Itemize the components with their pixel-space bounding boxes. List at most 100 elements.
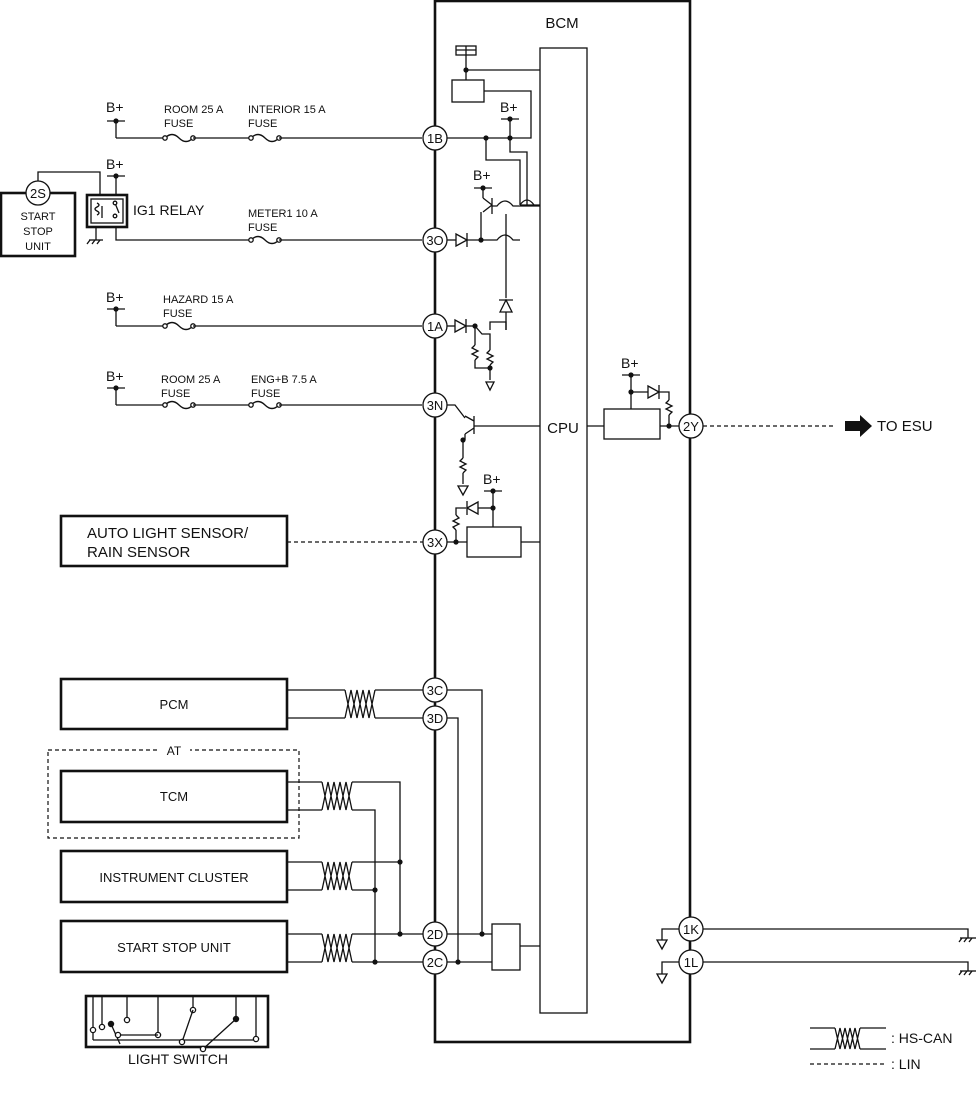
terminal-1l: 1L — [678, 949, 704, 975]
transistor-1 — [482, 197, 540, 214]
ground-triangle-3n — [456, 485, 470, 497]
terminal-1a: 1A — [422, 313, 448, 339]
diode-2y — [647, 384, 661, 400]
svg-text:1A: 1A — [427, 319, 443, 334]
svg-text:2D: 2D — [427, 927, 444, 942]
ground-1k — [655, 928, 679, 951]
fuse-interior-label: INTERIOR 15 A — [248, 104, 326, 116]
diode-3x — [465, 500, 479, 516]
arrow-to-esu-icon — [845, 415, 872, 437]
cpu-label: CPU — [547, 420, 579, 437]
chassis-ground-symbol — [455, 45, 477, 80]
svg-text:INSTRUMENT CLUSTER: INSTRUMENT CLUSTER — [99, 870, 248, 885]
terminal-1k: 1K — [678, 916, 704, 942]
svg-text:B+: B+ — [106, 156, 124, 172]
lin-interface-block-2y — [603, 408, 661, 440]
fuse-word: FUSE — [164, 118, 193, 130]
svg-text:: HS-CAN: : HS-CAN — [891, 1030, 952, 1046]
fuse-room-label: ROOM 25 A — [164, 104, 224, 116]
svg-text:AUTO LIGHT SENSOR/: AUTO LIGHT SENSOR/ — [87, 525, 249, 542]
b-plus-1b: B+ — [106, 99, 125, 138]
terminal-3o: 3O — [422, 227, 448, 253]
svg-text:3D: 3D — [427, 711, 444, 726]
transistor-3n — [464, 415, 540, 435]
fuse-hazard-symbol — [164, 321, 194, 331]
can-transceiver-block — [491, 923, 521, 971]
fuse-room-symbol — [164, 133, 194, 143]
lin-interface-block-3x — [466, 526, 522, 558]
hs-can-twist-ic — [321, 861, 353, 891]
instrument-cluster-box: INSTRUMENT CLUSTER — [59, 849, 289, 904]
svg-text:START: START — [20, 211, 55, 223]
terminal-2y: 2Y — [678, 413, 704, 439]
svg-text:2Y: 2Y — [683, 419, 699, 434]
terminal-3c: 3C — [422, 677, 448, 703]
svg-text:3X: 3X — [427, 535, 443, 550]
start-stop-unit-small: 2S START STOP UNIT — [0, 180, 77, 258]
chassis-ground-1l-icon — [958, 970, 976, 976]
svg-text:1K: 1K — [683, 922, 699, 937]
b-plus-transistor: B+ — [473, 167, 492, 198]
fuse-word: FUSE — [161, 388, 190, 400]
bcm-internal-block — [451, 79, 485, 103]
b-plus-internal-1: B+ — [500, 99, 519, 138]
fuse-word: FUSE — [248, 222, 277, 234]
terminal-2c: 2C — [422, 949, 448, 975]
fuse-word: FUSE — [163, 308, 192, 320]
b-plus-3n: B+ — [106, 368, 125, 405]
b-plus-relay: B+ — [106, 156, 125, 195]
start-stop-unit-box: START STOP UNIT — [59, 919, 289, 974]
bcm-title: BCM — [545, 15, 578, 32]
tcm-box: TCM — [59, 769, 289, 824]
chassis-ground-1k-icon — [958, 937, 976, 943]
fuse-meter1-label: METER1 10 A — [248, 208, 318, 220]
fuse-meter1-symbol — [250, 235, 280, 245]
ground-symbol-relay — [86, 227, 103, 245]
light-switch-label: LIGHT SWITCH — [128, 1051, 228, 1067]
svg-text:B+: B+ — [106, 289, 124, 305]
ig1-relay-label: IG1 RELAY — [133, 202, 205, 218]
diode-internal — [498, 298, 514, 313]
light-switch — [84, 994, 270, 1053]
svg-text:B+: B+ — [473, 167, 491, 183]
cpu-box — [539, 47, 588, 1014]
fuse-hazard-label: HAZARD 15 A — [163, 294, 234, 306]
legend-lin: : LIN — [810, 1056, 921, 1072]
fuse-room-label: ROOM 25 A — [161, 374, 221, 386]
svg-text:PCM: PCM — [160, 697, 189, 712]
svg-text:B+: B+ — [106, 99, 124, 115]
svg-text:1B: 1B — [427, 131, 443, 146]
b-plus-3x: B+ — [483, 471, 502, 527]
svg-text:B+: B+ — [483, 471, 501, 487]
terminal-3n: 3N — [422, 392, 448, 418]
diode-3o — [455, 232, 469, 248]
at-label: AT — [167, 744, 182, 758]
svg-text:RAIN SENSOR: RAIN SENSOR — [87, 544, 191, 561]
fuse-word: FUSE — [251, 388, 280, 400]
b-plus-2y: B+ — [621, 355, 640, 409]
svg-text:START STOP UNIT: START STOP UNIT — [117, 940, 231, 955]
svg-text:B+: B+ — [500, 99, 518, 115]
ground-1l — [655, 961, 679, 985]
fuse-interior-symbol — [250, 133, 280, 143]
bcm-box — [433, 0, 692, 1044]
svg-text:2C: 2C — [427, 955, 444, 970]
terminal-3x: 3X — [422, 529, 448, 555]
svg-text:3O: 3O — [426, 233, 443, 248]
terminal-3d: 3D — [422, 705, 448, 731]
terminal-1b: 1B — [422, 125, 448, 151]
fuse-engb-label: ENG+B 7.5 A — [251, 374, 317, 386]
svg-text:B+: B+ — [621, 355, 639, 371]
svg-text:3N: 3N — [427, 398, 444, 413]
auto-light-sensor-box: AUTO LIGHT SENSOR/ RAIN SENSOR — [59, 514, 289, 568]
svg-text:TCM: TCM — [160, 789, 188, 804]
svg-text:3C: 3C — [427, 683, 444, 698]
svg-text:STOP: STOP — [23, 226, 53, 238]
fuse-word: FUSE — [248, 118, 277, 130]
diode-1a — [454, 318, 468, 334]
svg-text:: LIN: : LIN — [891, 1056, 921, 1072]
hs-can-twist-pcm — [344, 689, 376, 719]
legend-hs-can: : HS-CAN — [810, 1027, 952, 1050]
terminal-2d: 2D — [422, 921, 448, 947]
hs-can-twist-ssu — [321, 933, 353, 963]
